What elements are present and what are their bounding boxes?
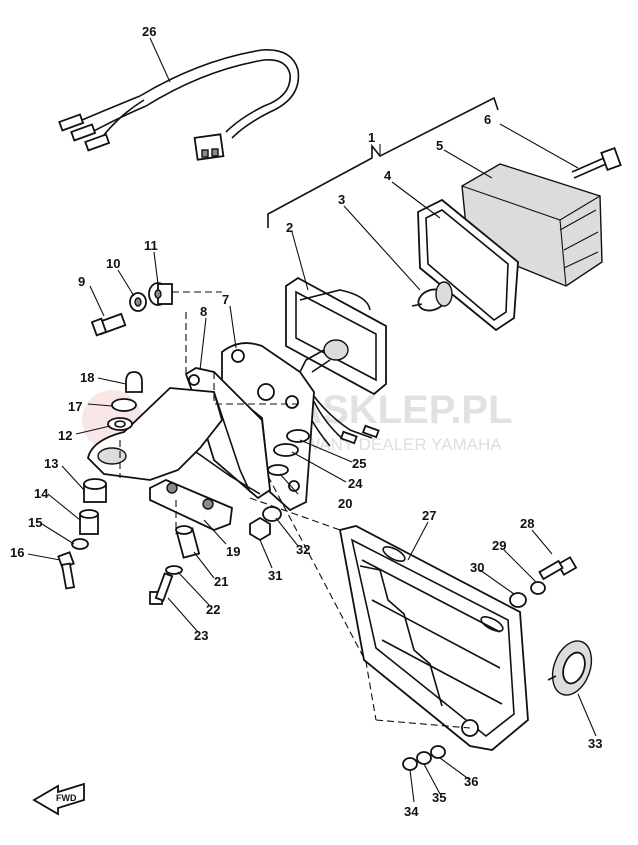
part-number-9: 9 <box>78 274 85 289</box>
collar-21 <box>175 525 201 559</box>
part-number-36: 36 <box>464 774 478 789</box>
nut-34 <box>402 757 418 771</box>
part-number-29: 29 <box>492 538 506 553</box>
forward-direction-arrow: FWD <box>32 782 85 816</box>
part-number-1: 1 <box>368 130 375 145</box>
part-number-23: 23 <box>194 628 208 643</box>
washer-20 <box>267 464 289 476</box>
stay-plate-7 <box>221 342 315 512</box>
damper-13 <box>83 478 107 503</box>
bolt-16 <box>57 551 76 590</box>
collar-14 <box>79 509 99 535</box>
part-number-21: 21 <box>214 574 228 589</box>
nut-24 <box>273 443 299 457</box>
part-number-12: 12 <box>58 428 72 443</box>
washer-17 <box>111 398 137 412</box>
part-number-22: 22 <box>206 602 220 617</box>
tail-bracket-arm <box>87 387 261 495</box>
washer-22 <box>165 565 183 575</box>
light-base-housing <box>285 276 387 396</box>
bolt-9 <box>90 312 127 337</box>
part-number-11: 11 <box>144 238 158 253</box>
part-number-19: 19 <box>226 544 240 559</box>
cap-nut-18 <box>125 371 143 393</box>
reflector-33 <box>547 640 593 696</box>
lens-gasket <box>417 198 519 332</box>
part-number-3: 3 <box>338 192 345 207</box>
washer-15 <box>71 538 89 550</box>
assembly-guide-lines <box>119 291 471 729</box>
bolt-28 <box>538 556 578 581</box>
part-number-35: 35 <box>432 790 446 805</box>
lens-screw <box>571 146 622 179</box>
part-number-7: 7 <box>222 292 229 307</box>
nut-25 <box>286 429 310 443</box>
wire-harness <box>58 49 300 161</box>
part-number-28: 28 <box>520 516 534 531</box>
assembly-bracket-1 <box>267 96 499 228</box>
part-number-labels: 26 1 2 3 4 5 6 7 8 9 10 11 12 13 14 15 1… <box>10 24 602 819</box>
part-number-4: 4 <box>384 168 392 183</box>
part-number-34: 34 <box>404 804 419 819</box>
washer-30 <box>509 592 527 608</box>
part-number-15: 15 <box>28 515 42 530</box>
part-number-17: 17 <box>68 399 82 414</box>
part-number-5: 5 <box>436 138 443 153</box>
part-number-30: 30 <box>470 560 484 575</box>
part-number-10: 10 <box>106 256 120 271</box>
leader-lines <box>27 37 597 803</box>
part-number-24: 24 <box>348 476 363 491</box>
part-number-18: 18 <box>80 370 94 385</box>
part-number-2: 2 <box>286 220 293 235</box>
washer-29 <box>530 581 546 595</box>
part-number-13: 13 <box>44 456 58 471</box>
part-number-25: 25 <box>352 456 366 471</box>
part-number-8: 8 <box>200 304 207 319</box>
forward-label: FWD <box>56 793 77 803</box>
part-number-16: 16 <box>10 545 24 560</box>
washer-35 <box>416 751 432 765</box>
part-number-6: 6 <box>484 112 491 127</box>
damper-plate <box>149 479 233 531</box>
nut-31 <box>249 516 271 542</box>
washer-36 <box>430 745 446 759</box>
bulb <box>411 281 453 312</box>
license-plate-bracket <box>338 525 529 751</box>
bolt-23 <box>149 572 174 605</box>
part-number-26: 26 <box>142 24 156 39</box>
grommet-12 <box>107 417 133 431</box>
part-number-31: 31 <box>268 568 282 583</box>
part-number-14: 14 <box>34 486 49 501</box>
washer-32 <box>262 506 282 522</box>
part-number-33: 33 <box>588 736 602 751</box>
part-number-20: 20 <box>338 496 352 511</box>
washer-10 <box>129 292 147 312</box>
spacer-11 <box>148 282 173 306</box>
part-number-32: 32 <box>296 542 310 557</box>
part-number-27: 27 <box>422 508 436 523</box>
